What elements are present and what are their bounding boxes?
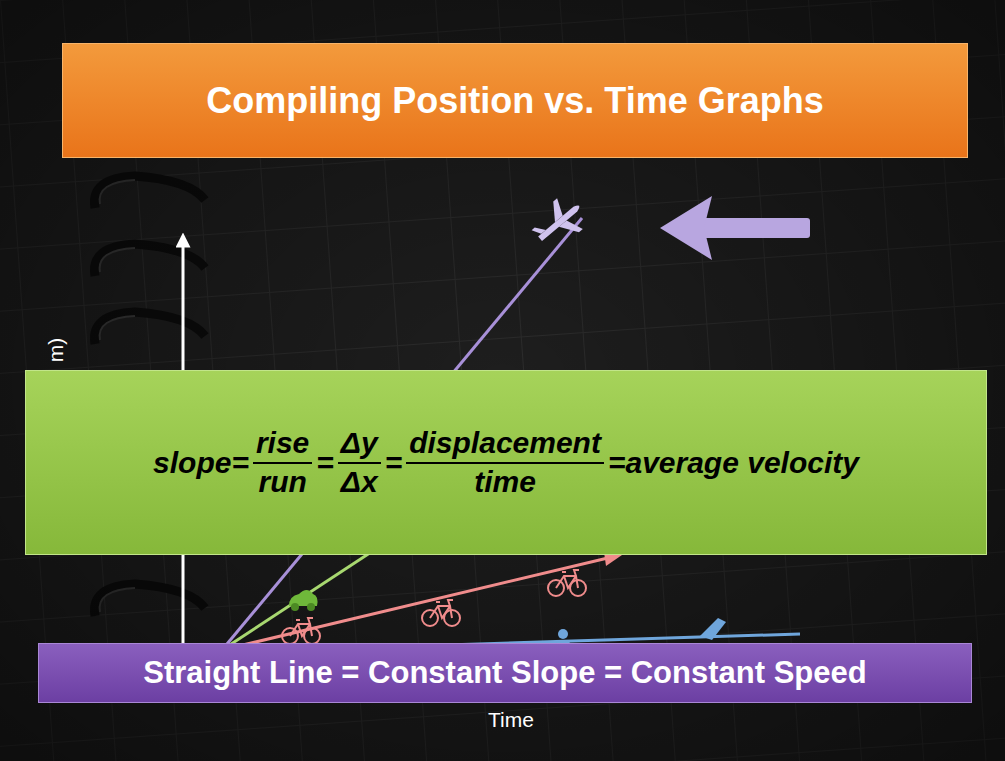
- formula-term: =: [316, 446, 334, 480]
- title-text: Compiling Position vs. Time Graphs: [206, 80, 823, 122]
- formula-box: slope=riserun=ΔyΔx=displacementtime=aver…: [25, 370, 987, 555]
- fraction: riserun: [253, 426, 312, 499]
- band-text: Straight Line = Constant Slope = Constan…: [143, 655, 866, 691]
- formula-term: slope=: [153, 446, 249, 480]
- formula-term: =: [385, 446, 403, 480]
- airplane-icon: [526, 191, 592, 255]
- numerator: Δy: [338, 426, 381, 464]
- car-icon: [289, 590, 318, 611]
- axis-label: Time: [488, 708, 534, 732]
- formula-row: slope=riserun=ΔyΔx=displacementtime=aver…: [153, 426, 859, 499]
- summary-band: Straight Line = Constant Slope = Constan…: [38, 643, 972, 703]
- bike-line: [222, 557, 612, 650]
- numerator: displacement: [406, 426, 604, 464]
- numerator: rise: [253, 426, 312, 464]
- title-banner: Compiling Position vs. Time Graphs: [62, 43, 968, 158]
- axis-unit-label: m): [44, 338, 68, 363]
- formula-term: =average velocity: [608, 446, 859, 480]
- pointer-arrow: [660, 196, 810, 260]
- bike-icon: [422, 600, 460, 626]
- bike-icon: [548, 570, 586, 596]
- fraction: displacementtime: [406, 426, 604, 499]
- fraction: ΔyΔx: [338, 426, 381, 499]
- bike-icon: [282, 618, 320, 644]
- denominator: time: [471, 464, 539, 500]
- denominator: Δx: [338, 464, 381, 500]
- bike-icons: [282, 570, 586, 644]
- denominator: run: [255, 464, 309, 500]
